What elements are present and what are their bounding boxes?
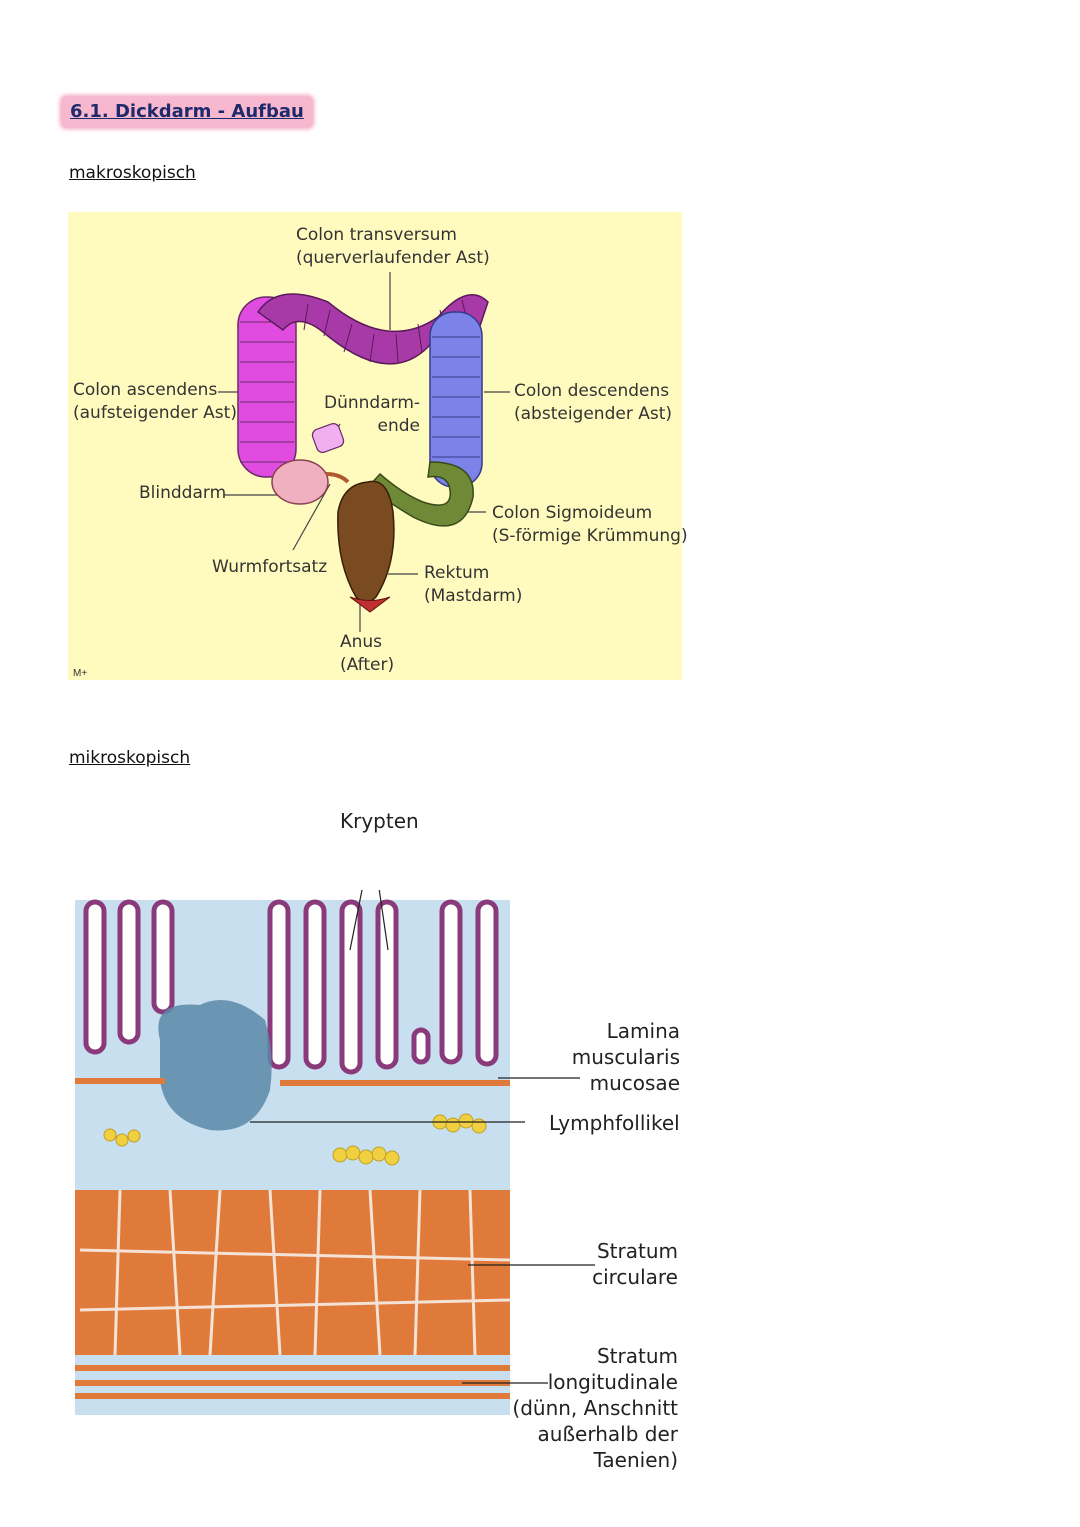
label-stratum-longitudinale: Stratum longitudinale (dünn, Anschnitt a… xyxy=(512,1344,678,1472)
colon-transversum-shape xyxy=(256,293,489,365)
blinddarm-shape xyxy=(271,459,350,505)
lymph-follicle xyxy=(158,1000,272,1131)
wall-section-illustration xyxy=(75,890,511,1415)
label-rektum: Rektum (Mastdarm) xyxy=(424,563,523,606)
rektum-shape xyxy=(337,480,395,613)
label-colon-descendens: Colon descendens (absteigender Ast) xyxy=(514,381,672,424)
section-heading-micro: mikroskopisch xyxy=(69,748,191,768)
label-anus: Anus (After) xyxy=(340,632,395,675)
label-colon-sigmoideum: Colon Sigmoideum (S-förmige Krümmung) xyxy=(492,503,688,546)
label-wurmfortsatz: Wurmfortsatz xyxy=(212,557,328,577)
colon-diagram: Colon transversum (querverlaufender Ast)… xyxy=(68,212,688,680)
colon-ascendens-shape xyxy=(237,296,297,478)
label-krypten: Krypten xyxy=(340,809,419,833)
wall-section-diagram xyxy=(70,890,515,1430)
label-colon-transversum: Colon transversum (querverlaufender Ast) xyxy=(296,225,490,268)
page-title: 6.1. Dickdarm - Aufbau xyxy=(62,97,312,127)
muscle-septa xyxy=(79,1189,511,1356)
colon-illustration xyxy=(218,272,510,632)
label-lamina-muscularis-mucosae: Lamina muscularis mucosae xyxy=(571,1019,680,1095)
label-stratum-circulare: Stratum circulare xyxy=(592,1239,678,1289)
label-blinddarm: Blinddarm xyxy=(139,483,227,503)
label-duenndarm-ende: Dünndarm- ende xyxy=(324,393,421,436)
crypts xyxy=(83,899,499,1075)
section-heading-macro: makroskopisch xyxy=(69,163,196,183)
fat-cells xyxy=(103,1113,487,1166)
colon-descendens-shape xyxy=(429,311,483,488)
stratum-circulare-layer xyxy=(75,1190,510,1355)
label-colon-ascendens: Colon ascendens (aufsteigender Ast) xyxy=(73,380,237,423)
label-lymphfollikel: Lymphfollikel xyxy=(549,1111,680,1135)
corner-mark: M+ xyxy=(73,668,88,679)
duenndarm-end-shape xyxy=(311,423,345,453)
